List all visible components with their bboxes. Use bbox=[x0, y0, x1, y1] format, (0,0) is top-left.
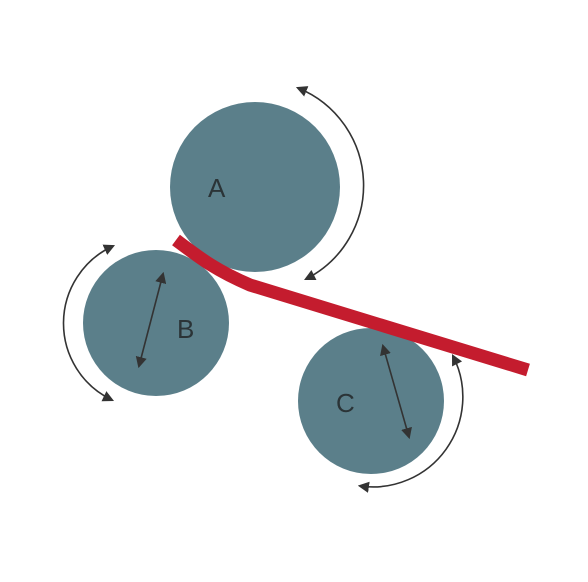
rotation-arrow-a bbox=[295, 86, 365, 281]
strip bbox=[172, 234, 530, 377]
roller-c-label: C bbox=[336, 388, 355, 418]
roller-a-label: A bbox=[208, 173, 226, 203]
roller-c bbox=[298, 328, 444, 474]
movement-arrow-c bbox=[380, 343, 412, 440]
roller-b bbox=[83, 250, 229, 396]
rotation-arrow-c bbox=[357, 354, 464, 493]
roller-b-label: B bbox=[177, 314, 194, 344]
movement-arrow-b bbox=[135, 271, 167, 369]
rotation-arrow-b bbox=[62, 244, 116, 402]
